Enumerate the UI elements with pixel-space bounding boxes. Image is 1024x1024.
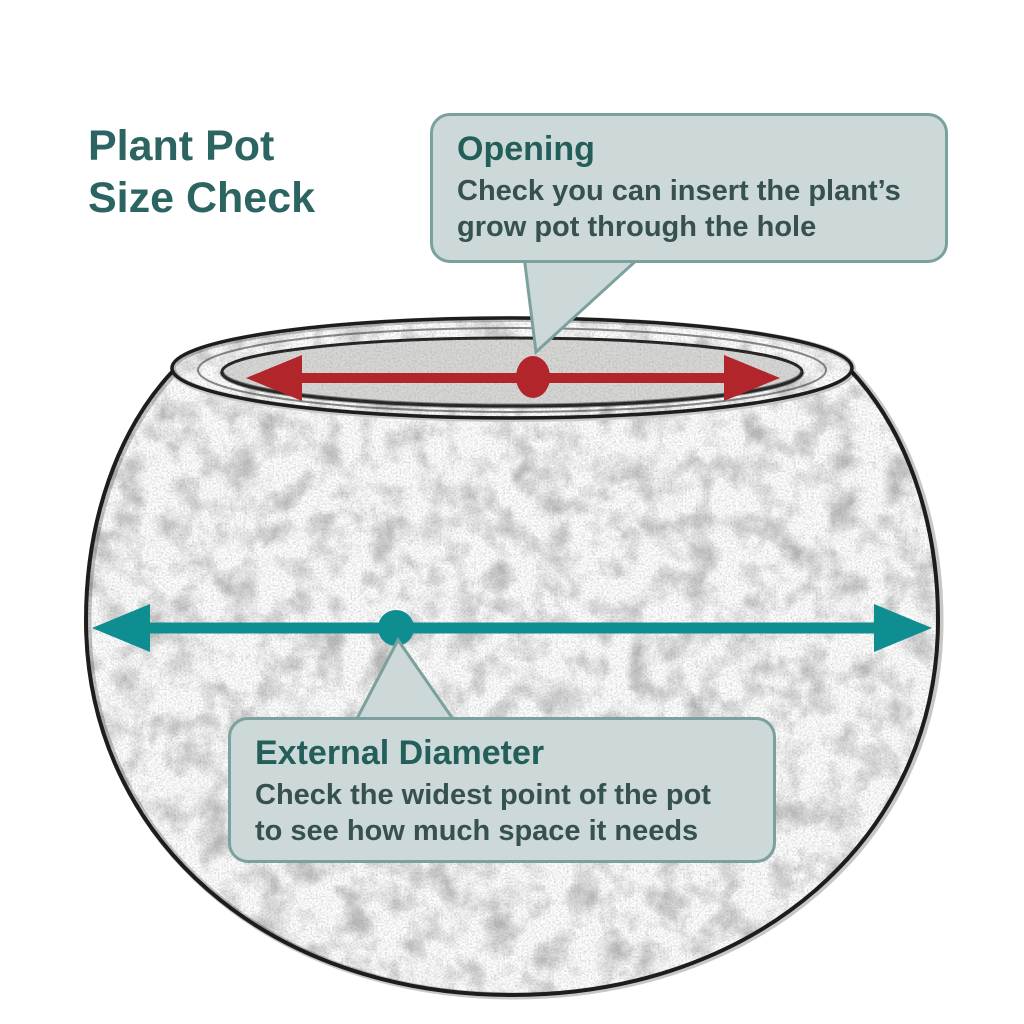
- external-arrowhead-left: [92, 604, 150, 652]
- opening-arrowhead-right: [724, 355, 780, 401]
- page-title-line1: Plant Pot: [88, 122, 275, 170]
- opening-callout: Opening Check you can insert the plant’s…: [430, 113, 948, 263]
- opening-callout-body: Check you can insert the plant’s grow po…: [457, 173, 921, 246]
- pot-sketch: [83, 316, 944, 1000]
- opening-callout-body-line1: Check you can insert the plant’s: [457, 175, 901, 208]
- external-callout-body-line2: to see how much space it needs: [255, 815, 699, 848]
- external-callout-heading: External Diameter: [255, 734, 545, 772]
- opening-callout-body-line2: grow pot through the hole: [457, 211, 817, 244]
- opening-callout-heading: Opening: [457, 130, 595, 168]
- external-midpoint-dot: [378, 610, 414, 646]
- opening-midpoint-dot: [516, 356, 550, 398]
- opening-arrowhead-left: [246, 355, 302, 401]
- page-title: Plant Pot Size Check: [88, 120, 315, 225]
- opening-inner-shadow: [219, 371, 805, 409]
- external-diameter-arrow: [92, 604, 932, 652]
- external-diameter-callout: External Diameter Check the widest point…: [228, 717, 776, 863]
- external-arrowhead-right: [874, 604, 932, 652]
- external-callout-body-line1: Check the widest point of the pot: [255, 779, 711, 812]
- page-title-line2: Size Check: [88, 174, 316, 223]
- opening-arrow: [246, 355, 780, 401]
- external-callout-body: Check the widest point of the pot to see…: [255, 777, 749, 850]
- rim-lip-line: [197, 327, 827, 413]
